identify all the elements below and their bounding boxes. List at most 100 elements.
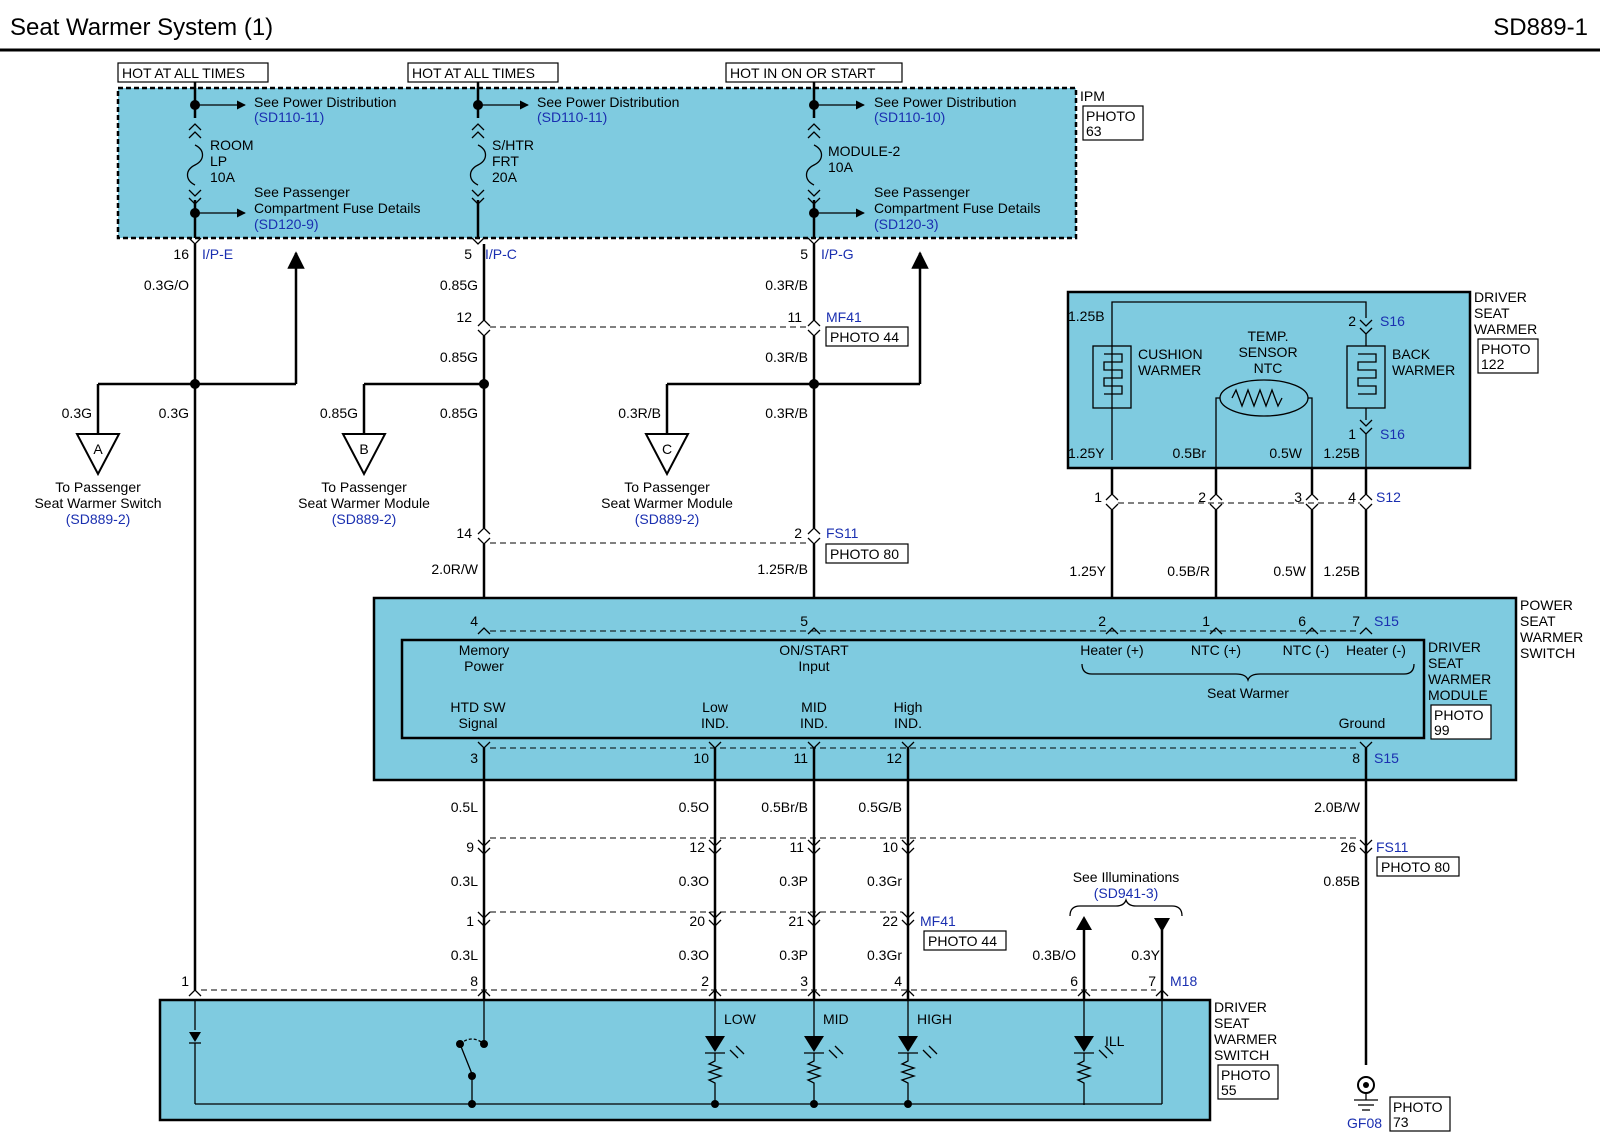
wire3-low-label: 1.25R/B <box>757 561 808 577</box>
wire2-main-label: 0.85G <box>440 405 478 421</box>
mod-pin-low-2: IND. <box>701 715 729 731</box>
sensor-label-2: SENSOR <box>1238 344 1297 360</box>
wire1-a-label: 0.3G <box>62 405 92 421</box>
seat-warmer-label: Seat Warmer <box>1207 685 1289 701</box>
fuse1-power-ref[interactable]: (SD110-11) <box>254 109 324 125</box>
wire3-mid-label: 0.3R/B <box>765 349 808 365</box>
mf41-lower-label: MF41 <box>920 913 956 929</box>
s12-pin-2: 2 <box>1198 489 1206 505</box>
svg-text:10A: 10A <box>828 159 854 175</box>
ground-name: GF08 <box>1347 1115 1382 1131</box>
svg-text:FRT: FRT <box>492 153 519 169</box>
offpage-c[interactable]: C <box>644 433 690 477</box>
sensor-label-3: NTC <box>1254 360 1283 376</box>
page-title: Seat Warmer System (1) <box>10 14 273 41</box>
ipm-photo-line2: 63 <box>1086 123 1102 139</box>
wire2-low-label: 2.0R/W <box>431 561 478 577</box>
dsw-inner-1-25y: 1.25Y <box>1068 445 1105 461</box>
offpage-c-ref[interactable]: (SD889-2) <box>635 511 700 527</box>
photo80-upper-box <box>825 543 909 564</box>
led-low-icon <box>705 1000 745 1108</box>
driver-seat-warmer-module-box <box>400 638 1426 740</box>
mf41b-pin-1: 1 <box>466 913 474 929</box>
photo80-lower: PHOTO 80 <box>1381 859 1450 875</box>
dsw-photo-2: 122 <box>1481 356 1505 372</box>
psws-label-3: WARMER <box>1520 629 1583 645</box>
fuse-room-lp: ROOM LP 10A <box>186 82 254 238</box>
offpage-b[interactable]: B <box>341 433 387 477</box>
out2-b: 0.85B <box>1323 873 1360 889</box>
hot-label-1: HOT AT ALL TIMES <box>117 62 269 83</box>
mod-pin-low-1: Low <box>702 699 729 715</box>
mod-pin-memory-1: Memory <box>459 642 510 658</box>
illum-ref[interactable]: (SD941-3) <box>1094 885 1159 901</box>
offpage-a-text1: To Passenger <box>55 479 141 495</box>
wire2-mid-label: 0.85G <box>440 349 478 365</box>
s12-wire-2: 0.5B/R <box>1167 563 1210 579</box>
m18-pin-1: 1 <box>181 973 189 989</box>
fuse3-fuse-ref[interactable]: (SD120-3) <box>874 216 939 232</box>
svg-text:ROOM: ROOM <box>210 137 254 153</box>
fuse1-fuse-ref[interactable]: (SD120-9) <box>254 216 319 232</box>
dsws-photo-1: PHOTO <box>1221 1067 1271 1083</box>
dsw-inner-1-25b: 1.25B <box>1068 308 1105 324</box>
dsws-photo-box <box>1217 1064 1279 1100</box>
out1-o: 0.5O <box>679 799 709 815</box>
fuse2-power-ref[interactable]: (SD110-11) <box>537 109 607 125</box>
mod-pin-mid-1: MID <box>801 699 827 715</box>
m18-pin-8: 8 <box>470 973 478 989</box>
conn-ip-g: I/P-G <box>821 246 854 262</box>
mod-pin-onstart-1: ON/START <box>779 642 849 658</box>
svg-text:HOT IN ON OR START: HOT IN ON OR START <box>730 65 876 81</box>
out2-p: 0.3P <box>779 873 808 889</box>
illum-arrow-down <box>1154 918 1170 932</box>
s12-wire-3: 0.5W <box>1273 563 1306 579</box>
sensor-label-1: TEMP. <box>1248 328 1289 344</box>
s15-bpin-8: 8 <box>1352 750 1360 766</box>
m18-label: M18 <box>1170 973 1197 989</box>
svg-text:HOT AT ALL TIMES: HOT AT ALL TIMES <box>122 65 245 81</box>
m18-pin-6: 6 <box>1070 973 1078 989</box>
ipm-label: IPM <box>1080 88 1105 104</box>
m18-pin-3: 3 <box>800 973 808 989</box>
ipm-pin-5a: 5 <box>464 246 472 262</box>
mod-pin-high-2: IND. <box>894 715 922 731</box>
led-mid-icon <box>804 1000 844 1108</box>
offpage-c-text1: To Passenger <box>624 479 710 495</box>
mf41-pin-12: 12 <box>456 309 472 325</box>
illum-arrow-up <box>1076 916 1092 930</box>
s15-bpin-11: 11 <box>793 750 808 766</box>
illum-brace <box>1069 897 1183 917</box>
mod-pin-ntc-minus: NTC (-) <box>1283 642 1330 658</box>
wire2-top-label: 0.85G <box>440 277 478 293</box>
offpage-a[interactable]: A <box>75 433 121 477</box>
wire1-main-label: 0.3G <box>159 405 189 421</box>
fs11-pin-2: 2 <box>794 525 802 541</box>
photo44-lower: PHOTO 44 <box>928 933 997 949</box>
dsws-label-2: SEAT <box>1214 1015 1250 1031</box>
wire3-c-label: 0.3R/B <box>618 405 661 421</box>
offpage-c-text2: Seat Warmer Module <box>601 495 733 511</box>
svg-text:B: B <box>359 441 368 457</box>
s15-pin-4: 4 <box>470 613 478 629</box>
s12-pin-1: 1 <box>1094 489 1102 505</box>
svg-text:S/HTR: S/HTR <box>492 137 534 153</box>
seat-warmer-brace <box>1081 663 1415 683</box>
back-label-1: BACK <box>1392 346 1431 362</box>
s15-pin-1: 1 <box>1202 613 1210 629</box>
fs11b-pin-26: 26 <box>1340 839 1356 855</box>
mod-pin-ground: Ground <box>1339 715 1386 731</box>
s16-pin-2: 2 <box>1348 313 1356 329</box>
s15-bot-label: S15 <box>1374 750 1399 766</box>
cushion-heater-element <box>1092 345 1132 409</box>
fuse3-power-ref[interactable]: (SD110-10) <box>874 109 945 125</box>
s12-label: S12 <box>1376 489 1401 505</box>
s12-wire-1: 1.25Y <box>1069 563 1106 579</box>
s15-bpin-12: 12 <box>886 750 902 766</box>
photo44-upper-box <box>825 326 909 347</box>
offpage-b-ref[interactable]: (SD889-2) <box>332 511 397 527</box>
mod-pin-htdsw-1: HTD SW <box>450 699 506 715</box>
fs11b-pin-9: 9 <box>466 839 474 855</box>
offpage-a-ref[interactable]: (SD889-2) <box>66 511 131 527</box>
